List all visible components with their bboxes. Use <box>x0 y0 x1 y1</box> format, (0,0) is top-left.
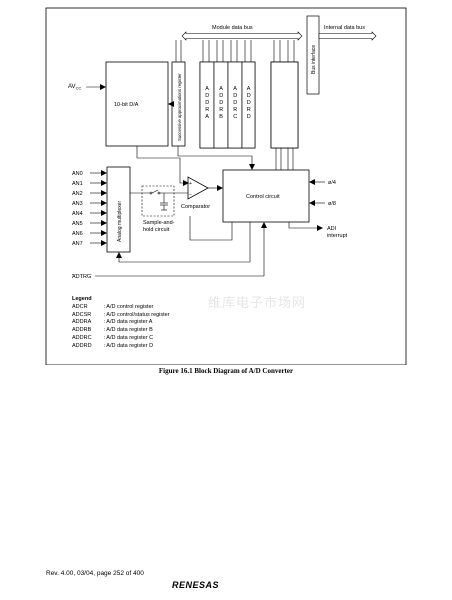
comparator-minus: − <box>189 192 192 198</box>
mux-label: Analog multiplexer <box>117 201 123 242</box>
register-letter: D <box>205 93 209 99</box>
control-to-mux <box>116 222 251 263</box>
legend-sep: : <box>102 303 106 310</box>
register-letter: B <box>219 114 223 120</box>
legend-desc: A/D control register <box>106 303 154 310</box>
module-data-bus-label: Module data bus <box>212 25 253 31</box>
register-letter: D <box>219 93 223 99</box>
sample-hold-label-2: hold circuit <box>143 227 170 233</box>
legend-item: ADDRA : A/D data register A <box>72 319 170 327</box>
legend-desc: A/D control/status register <box>106 311 170 318</box>
input-label-an1: AN1 <box>72 181 83 187</box>
register-letter: C <box>233 114 237 120</box>
register-letter: A <box>205 114 209 120</box>
register-letter: D <box>233 100 237 106</box>
sample-hold-label-1: Sample-and- <box>143 220 175 226</box>
page-footer: Rev. 4.00, 03/04, page 252 of 400 <box>46 570 144 577</box>
register-letter: D <box>247 93 251 99</box>
adcsr-group-box <box>270 61 299 149</box>
register-letter: A <box>233 86 237 92</box>
da-to-comparator <box>136 146 189 186</box>
comparator-plus: + <box>189 181 192 187</box>
block-diagram: Module data bus Bus interface Internal d… <box>45 7 407 365</box>
legend-sep: : <box>102 311 106 318</box>
legend-desc: A/D data register C <box>106 334 154 341</box>
input-label-an0: AN0 <box>72 171 83 177</box>
legend-key: ADCSR <box>72 311 92 318</box>
legend-sep: : <box>102 327 106 334</box>
legend-sep: : <box>102 342 106 349</box>
adi-label-1: ADI <box>327 226 337 232</box>
legend-key: ADDRA <box>72 319 92 326</box>
sar-label: Successive approximations register <box>177 73 182 141</box>
legend-sep: : <box>102 334 106 341</box>
legend-desc: A/D data register D <box>106 342 154 349</box>
input-label-an2: AN2 <box>72 191 83 197</box>
sample-hold-circuit <box>130 189 188 211</box>
bus-interface-label: Bus interface <box>311 45 317 74</box>
sar-bus-stub <box>175 40 182 62</box>
input-label-an6: AN6 <box>72 231 83 237</box>
legend-sep: : <box>102 319 106 326</box>
register-letter: R <box>205 107 209 113</box>
register-letter: R <box>233 107 237 113</box>
legend-key: ADDRB <box>72 327 92 334</box>
register-letter: A <box>205 86 209 92</box>
adi-label-2: interrupt <box>327 233 348 239</box>
register-letter: D <box>247 100 251 106</box>
adi-line <box>288 222 323 231</box>
register-letter: D <box>219 100 223 106</box>
figure-caption: Figure 16.1 Block Diagram of A/D Convert… <box>158 367 294 375</box>
input-label-an3: AN3 <box>72 201 83 207</box>
control-bus <box>275 148 294 170</box>
diagram-frame <box>45 7 407 365</box>
legend-item: ADCR : A/D control register <box>72 304 170 312</box>
input-label-an7: AN7 <box>72 241 83 247</box>
internal-data-bus-label: Internal data bus <box>324 25 365 31</box>
legend-desc: A/D data register B <box>106 327 153 334</box>
da-box <box>105 61 169 147</box>
legend-item: ADCSR : A/D control/status register <box>72 312 170 320</box>
input-label-an4: AN4 <box>72 211 83 217</box>
internal-data-bus <box>318 31 377 41</box>
bus-interface-box <box>306 15 320 95</box>
register-letter: D <box>247 114 251 120</box>
legend-key: ADDRC <box>72 334 92 341</box>
da-label: 10-bit D/A <box>114 102 139 108</box>
control-to-sample-hold <box>189 216 233 241</box>
phi8-label: ø/8 <box>328 201 336 207</box>
renesas-logo: RENESAS <box>172 580 220 590</box>
legend-desc: A/D data register A <box>106 319 153 326</box>
legend-item: ADDRD : A/D data register D <box>72 343 170 351</box>
register-addrd <box>241 61 256 149</box>
watermark: 维库电子市场网 <box>208 295 307 310</box>
module-data-bus <box>181 31 303 41</box>
comparator-triangle <box>187 176 209 200</box>
legend-item: ADDRC : A/D data register C <box>72 335 170 343</box>
avcc-label: AVCC <box>68 84 81 91</box>
register-letter: D <box>205 100 209 106</box>
legend-key: ADDRD <box>72 342 92 349</box>
register-letter: A <box>219 86 223 92</box>
register-letter: D <box>233 93 237 99</box>
adtrg-line <box>95 222 267 277</box>
legend-item: ADDRB : A/D data register B <box>72 327 170 335</box>
adtrg-label: ADTRG <box>72 274 91 280</box>
sar-to-control <box>177 146 255 170</box>
control-label: Control circuit <box>246 194 280 200</box>
phi4-label: ø/4 <box>328 180 336 186</box>
input-label-an5: AN5 <box>72 221 83 227</box>
legend-title: Legend <box>72 296 92 302</box>
register-letter: A <box>247 86 251 92</box>
comparator-label: Comparator <box>181 204 210 210</box>
register-letter: R <box>247 107 251 113</box>
sample-hold-box <box>141 185 175 217</box>
register-letter: R <box>219 107 223 113</box>
legend-key: ADCR <box>72 303 88 310</box>
